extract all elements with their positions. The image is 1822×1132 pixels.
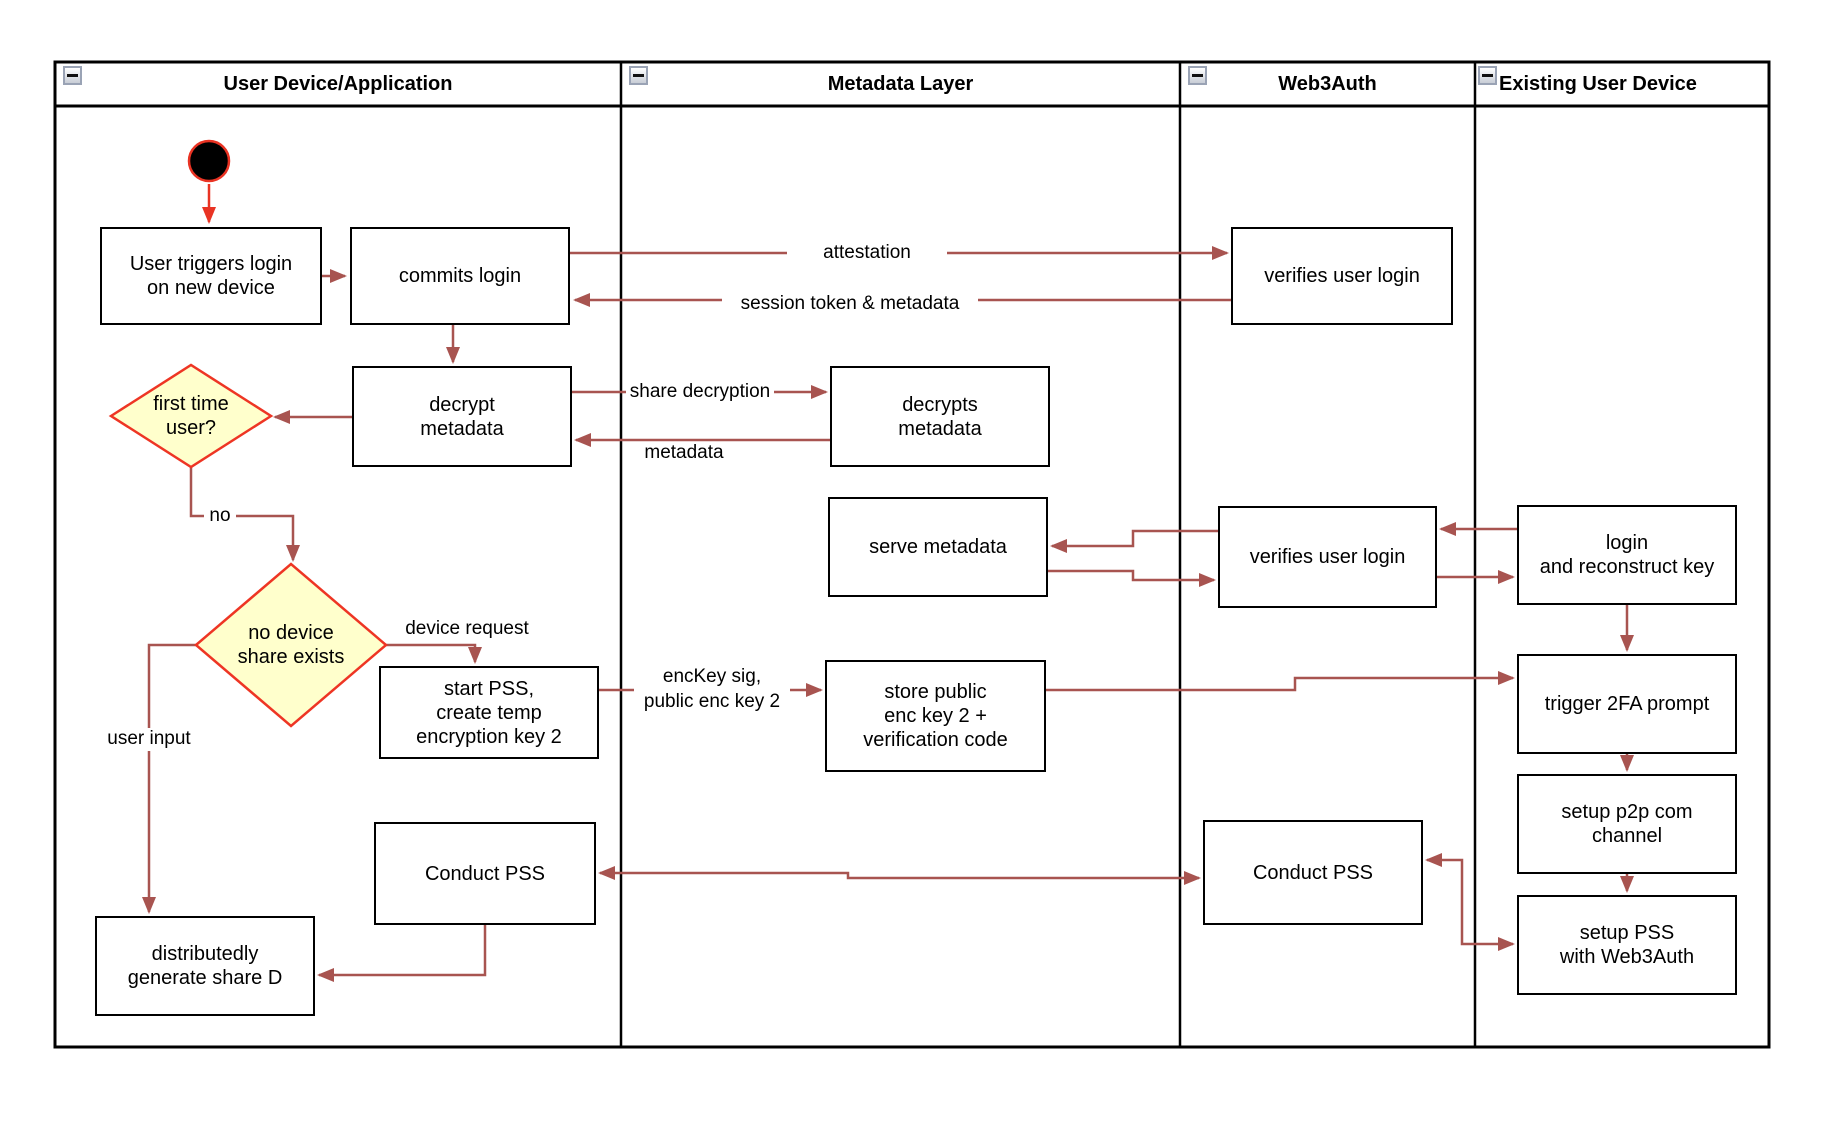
collapse-icon[interactable]: [629, 66, 648, 85]
edge-conduct-to-generate-share[interactable]: [317, 925, 487, 982]
minus-icon: [1192, 74, 1203, 77]
node-verifies-user-login-mid[interactable]: verifies user login: [1218, 506, 1437, 608]
node-commits-login[interactable]: commits login: [350, 227, 570, 325]
node-generate-share-d[interactable]: distributedly generate share D: [95, 916, 315, 1016]
node-setup-p2p-channel[interactable]: setup p2p com channel: [1517, 774, 1737, 874]
decision-first-time-user[interactable]: [108, 363, 274, 469]
minus-icon: [1482, 74, 1493, 77]
decision-label-first-time-user: first time user?: [153, 393, 229, 439]
node-verifies-user-login-top[interactable]: verifies user login: [1231, 227, 1453, 325]
decision-label-no-device-share: no device share exists: [237, 622, 345, 668]
lane-title-metadata-layer: Metadata Layer: [827, 72, 974, 95]
node-user-triggers-login[interactable]: User triggers login on new device: [100, 227, 322, 325]
collapse-icon[interactable]: [1478, 66, 1497, 85]
collapse-icon[interactable]: [1188, 66, 1207, 85]
pool-frame: [53, 60, 1771, 1049]
minus-icon: [633, 74, 644, 77]
edge-label-attestation: attestation: [787, 241, 947, 265]
lane-title-existing-device: Existing User Device: [1499, 72, 1697, 95]
lane-title-web3auth: Web3Auth: [1278, 72, 1377, 95]
edge-label-session-token: session token & metadata: [722, 291, 978, 318]
start-node[interactable]: [187, 139, 231, 183]
node-conduct-pss-web3auth[interactable]: Conduct PSS: [1203, 820, 1423, 925]
node-trigger-2fa-prompt[interactable]: trigger 2FA prompt: [1517, 654, 1737, 754]
edge-label-enckey-sig: encKey sig, public enc key 2: [634, 664, 790, 716]
node-store-public-enc-key[interactable]: store public enc key 2 + verification co…: [825, 660, 1046, 772]
edge-first-time-no[interactable]: [189, 467, 300, 562]
edge-label-no: no: [204, 505, 236, 527]
edge-user-input[interactable]: [142, 643, 196, 914]
node-setup-pss-web3auth[interactable]: setup PSS with Web3Auth: [1517, 895, 1737, 995]
edge-device-request[interactable]: [386, 643, 482, 664]
collapse-icon[interactable]: [63, 66, 82, 85]
edge-conduct-pss-link[interactable]: [598, 866, 1201, 885]
minus-icon: [67, 74, 78, 77]
edge-store-to-2fa[interactable]: [1046, 671, 1515, 692]
node-decrypt-metadata[interactable]: decrypt metadata: [352, 366, 572, 467]
lane-title-user-device: User Device/Application: [223, 72, 453, 95]
edge-label-device-request: device request: [405, 617, 529, 639]
edge-verifies-to-serve[interactable]: [1050, 529, 1218, 553]
edge-label-share-decryption: share decryption: [626, 380, 774, 404]
node-start-pss[interactable]: start PSS, create temp encryption key 2: [379, 666, 599, 759]
edge-conduct-web3-setup-pss[interactable]: [1425, 853, 1515, 951]
node-serve-metadata[interactable]: serve metadata: [828, 497, 1048, 597]
node-login-reconstruct-key[interactable]: login and reconstruct key: [1517, 505, 1737, 605]
edge-label-user-input: user input: [103, 728, 195, 751]
node-conduct-pss-user-device[interactable]: Conduct PSS: [374, 822, 596, 925]
decision-no-device-share[interactable]: [194, 562, 388, 728]
node-decrypts-metadata[interactable]: decrypts metadata: [830, 366, 1050, 467]
edge-serve-to-verifies[interactable]: [1048, 569, 1216, 587]
edge-label-metadata: metadata: [644, 441, 724, 463]
